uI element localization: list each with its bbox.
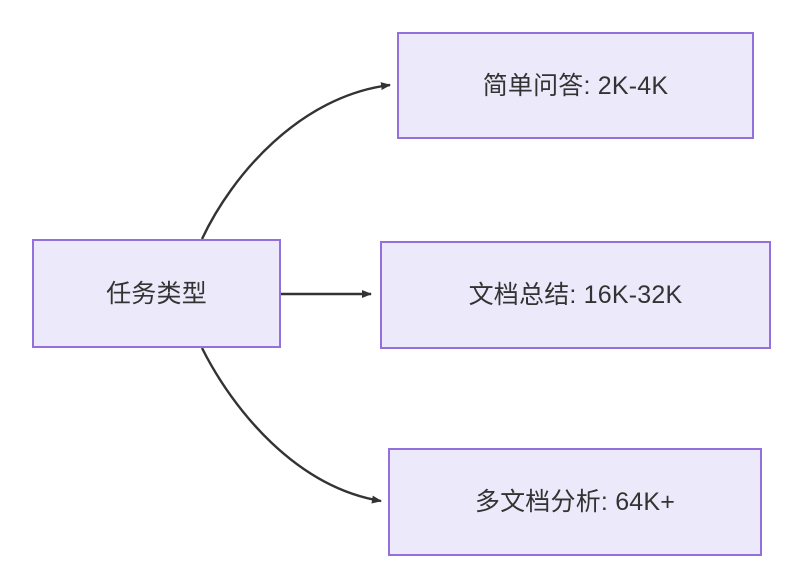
node-multi-doc-label: 多文档分析: 64K+ [474, 488, 676, 516]
node-simple-qa[interactable]: 简单问答: 2K-4K [397, 32, 754, 139]
node-doc-summary[interactable]: 文档总结: 16K-32K [380, 241, 771, 349]
node-task-type[interactable]: 任务类型 [32, 239, 281, 348]
node-doc-summary-label: 文档总结: 16K-32K [468, 281, 683, 309]
node-simple-qa-label: 简单问答: 2K-4K [482, 71, 669, 100]
node-multi-doc[interactable]: 多文档分析: 64K+ [388, 448, 762, 556]
node-task-type-label: 任务类型 [106, 279, 207, 308]
edge-root-to-multi-doc [200, 347, 382, 504]
edge-root-to-simple-qa [200, 82, 391, 240]
